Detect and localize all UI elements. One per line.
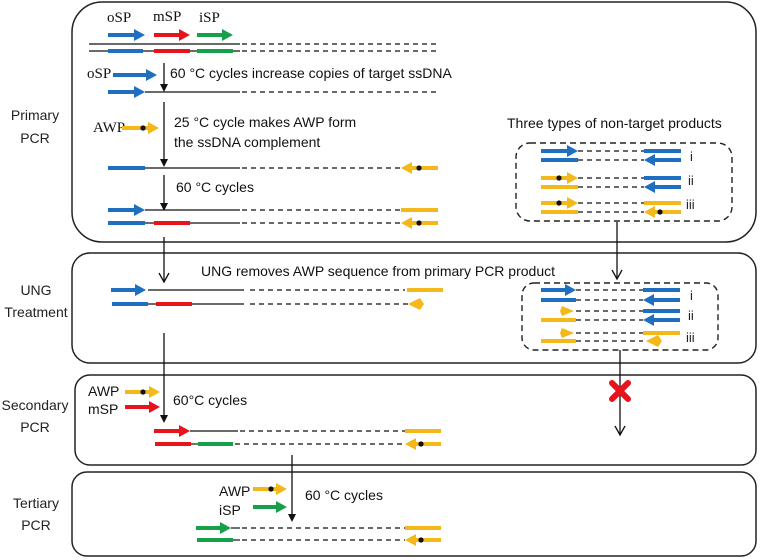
ung-type-iii-awp-head (560, 328, 574, 338)
ung-note: UNG removes AWP sequence from primary PC… (201, 263, 555, 279)
ung-type-i-reverse-arrow-head (643, 294, 654, 306)
awp-marker-dot (416, 165, 422, 171)
primary-to-ung-arrow-head (158, 272, 170, 284)
awp-marker-dot (418, 441, 424, 447)
ung-type-ii-label: ii (688, 308, 694, 323)
ung-type-i-forward-arrow-head (565, 284, 576, 296)
secondary-awp-primer-arrow-head (149, 386, 160, 398)
product-osp-arrow-head (134, 204, 145, 216)
type-iii-awp-reverse-arrow-head (644, 206, 655, 218)
header-osp: oSP (107, 10, 131, 26)
type-i-forward-arrow-head (567, 145, 578, 157)
step2-primer-label: AWP (93, 120, 125, 136)
type-i-reverse-arrow-head (644, 154, 655, 166)
nontarget-blocked-arrow-head (614, 425, 626, 437)
isp-primer-arrow-head (222, 29, 233, 41)
ssdna-osp-arrow-head (134, 86, 145, 98)
tertiary-note: 60 °C cycles (305, 487, 383, 503)
header-isp: iSP (199, 10, 220, 26)
primary-pcr-box (71, 1, 757, 243)
step2-note-line2: the ssDNA complement (174, 134, 320, 150)
tertiary-product-isp-arrow-head (220, 522, 231, 534)
tertiary-label-2: PCR (21, 517, 51, 533)
ung-treatment-box (71, 252, 757, 364)
secondary-note: 60°C cycles (173, 392, 247, 408)
awp-marker-dot (657, 209, 663, 215)
step2-awp-arrow-head (148, 122, 159, 134)
nontarget-dashed-box-ung (521, 282, 719, 351)
secondary-label-1: Secondary (2, 397, 69, 413)
type-iii-label: iii (686, 197, 695, 212)
tertiary-pcr-box (71, 471, 757, 557)
ung-type-i-label: i (690, 288, 693, 303)
tertiary-awp-primer-arrow-head (276, 483, 287, 495)
step2-note-line1: 25 °C cycle makes AWP form (174, 114, 356, 130)
awp-marker-dot (140, 389, 146, 395)
type-i-label: i (690, 149, 693, 164)
awp-marker-dot (268, 486, 274, 492)
nontarget-dashed-box-primary (515, 142, 733, 222)
ung-type-iii-truncated-head (646, 335, 662, 347)
ung-truncated-awp-head (408, 298, 424, 310)
type-ii-awp-arrow-head (567, 172, 578, 184)
type-ii-label: ii (688, 173, 694, 188)
secondary-msp-primer-arrow-head (149, 401, 160, 413)
product-awp-arrow-head (401, 217, 412, 229)
cross-icon (609, 380, 631, 402)
type-iii-awp-forward-arrow-head (567, 197, 578, 209)
ung-to-secondary-arrow-head (160, 415, 168, 423)
awp-marker-dot (556, 175, 562, 181)
tertiary-product-awp-arrow-head (405, 534, 416, 546)
ung-type-ii-osp-arrow-head (643, 314, 654, 326)
ung-label-2: Treatment (4, 304, 67, 320)
secondary-to-tertiary-arrow-head (288, 514, 296, 522)
nontarget-to-ung-arrow-head (611, 269, 623, 281)
secondary-product-awp-arrow-head (405, 438, 416, 450)
step1-note: 60 °C cycles increase copies of target s… (170, 65, 452, 81)
type-ii-osp-arrow-head (644, 181, 655, 193)
secondary-pcr-box (74, 374, 757, 466)
nontarget-title: Three types of non-target products (507, 115, 722, 131)
step1-primer-label: oSP (87, 66, 111, 82)
step3-flow-arrow-head (160, 203, 168, 211)
awp-marker-dot (418, 537, 424, 543)
step1-osp-arrow-head (146, 69, 157, 81)
awp-marker-dot (140, 125, 146, 131)
msp-primer-arrow-head (179, 29, 190, 41)
awp-marker-dot (556, 200, 562, 206)
ung-type-iii-label: iii (686, 330, 695, 345)
awp-marker-dot (416, 220, 422, 226)
secondary-awp-label: AWP (88, 383, 119, 399)
ung-type-ii-awp-head (560, 306, 574, 316)
step3-note: 60 °C cycles (176, 179, 254, 195)
ung-label-1: UNG (20, 282, 51, 298)
primary-label-2: PCR (20, 130, 50, 146)
complement-awp-arrow-head (401, 162, 412, 174)
tertiary-isp-primer-arrow-head (276, 501, 287, 513)
tertiary-isp-label: iSP (219, 502, 241, 518)
secondary-msp-label: mSP (88, 401, 118, 417)
osp-primer-arrow-head (134, 29, 145, 41)
secondary-label-2: PCR (20, 419, 50, 435)
step2-flow-arrow-head (160, 159, 168, 167)
ung-osp-arrow-head (135, 284, 146, 296)
secondary-product-msp-arrow-head (179, 425, 190, 437)
header-msp: mSP (153, 9, 181, 25)
primary-label-1: Primary (11, 107, 59, 123)
tertiary-label-1: Tertiary (13, 495, 59, 511)
tertiary-awp-label: AWP (219, 483, 250, 499)
step1-flow-arrow-head (160, 84, 168, 92)
